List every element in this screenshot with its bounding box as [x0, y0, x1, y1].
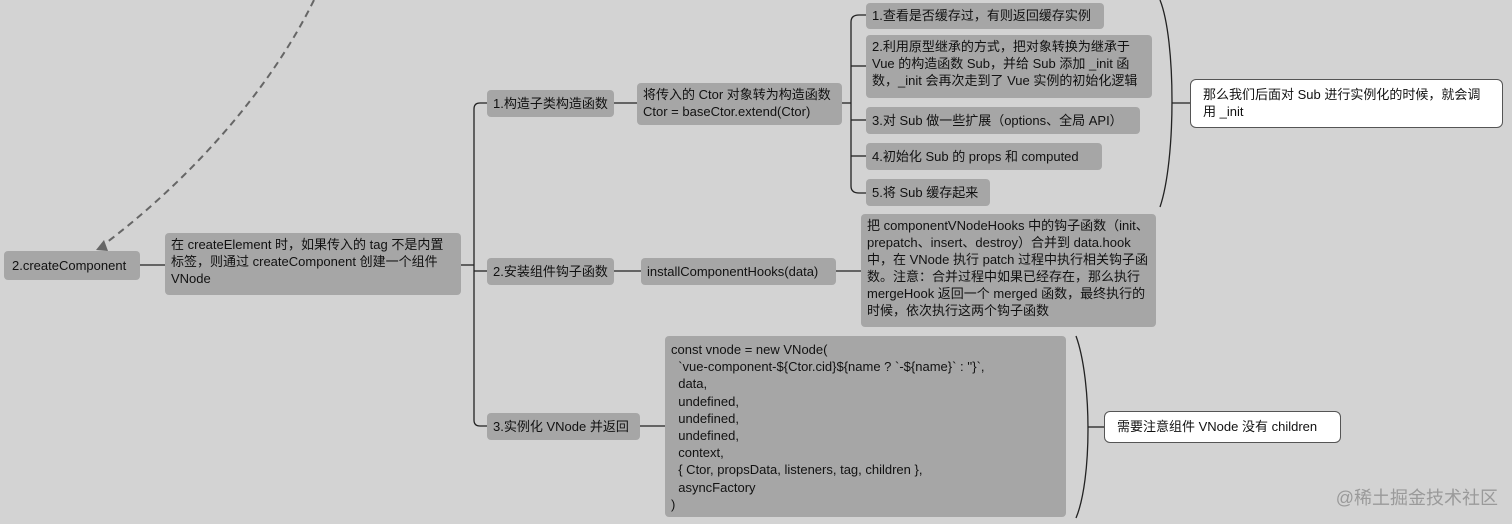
substep-4-node[interactable]: 4.初始化 Sub 的 props 和 computed — [866, 143, 1102, 170]
step-3-note-callout[interactable]: 需要注意组件 VNode 没有 children — [1104, 411, 1341, 443]
dashed-arrow-curve — [101, 0, 315, 247]
substep-5-node[interactable]: 5.将 Sub 缓存起来 — [866, 179, 990, 206]
step-1-detail-node[interactable]: 将传入的 Ctor 对象转为构造函数 Ctor = baseCtor.exten… — [637, 83, 842, 125]
dashed-arrow-head — [96, 240, 108, 251]
description-node[interactable]: 在 createElement 时，如果传入的 tag 不是内置标签，则通过 c… — [165, 233, 461, 295]
step-3-code-node[interactable]: const vnode = new VNode( `vue-component-… — [665, 336, 1066, 517]
substep-2-node[interactable]: 2.利用原型继承的方式，把对象转换为继承于 Vue 的构造函数 Sub，并给 S… — [866, 35, 1152, 98]
step-2-explanation-node[interactable]: 把 componentVNodeHooks 中的钩子函数（init、prepat… — [861, 214, 1156, 327]
step-1-node[interactable]: 1.构造子类构造函数 — [487, 90, 614, 117]
root-node[interactable]: 2.createComponent — [4, 251, 140, 280]
watermark: @稀土掘金技术社区 — [1335, 488, 1498, 508]
substep-1-node[interactable]: 1.查看是否缓存过，有则返回缓存实例 — [866, 3, 1104, 29]
step-3-node[interactable]: 3.实例化 VNode 并返回 — [487, 413, 640, 440]
substep-3-node[interactable]: 3.对 Sub 做一些扩展（options、全局 API） — [866, 107, 1140, 134]
step-2-node[interactable]: 2.安装组件钩子函数 — [487, 258, 614, 285]
step-1-note-callout[interactable]: 那么我们后面对 Sub 进行实例化的时候，就会调用 _init — [1190, 79, 1503, 128]
step-2-detail-node[interactable]: installComponentHooks(data) — [641, 258, 836, 285]
